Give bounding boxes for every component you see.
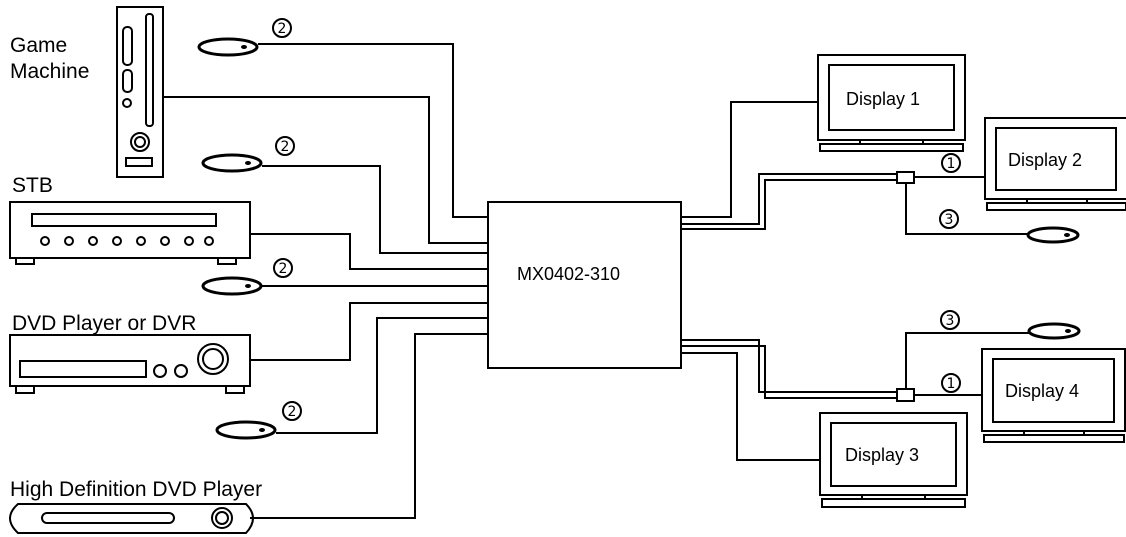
stb-label: STB xyxy=(12,174,53,197)
display-4: Display 4 xyxy=(981,348,1126,443)
switcher-label: MX0402-310 xyxy=(517,264,620,284)
svg-text:2: 2 xyxy=(278,21,287,37)
right-wiring xyxy=(681,101,1032,461)
display-2-label: Display 2 xyxy=(1008,150,1082,170)
marker-two-2: 2 xyxy=(275,136,295,156)
marker-two-1: 2 xyxy=(272,18,292,38)
splitter-top xyxy=(896,171,915,184)
splitter-bottom xyxy=(896,388,915,402)
svg-text:1: 1 xyxy=(947,376,956,392)
remote-control-5 xyxy=(1026,226,1080,244)
display-3: Display 3 xyxy=(819,412,968,508)
svg-text:2: 2 xyxy=(281,139,290,155)
display-4-label: Display 4 xyxy=(1005,381,1079,401)
svg-text:2: 2 xyxy=(279,261,288,277)
remote-control-6 xyxy=(1027,322,1081,340)
marker-three-1: 3 xyxy=(939,209,959,229)
marker-two-4: 2 xyxy=(282,401,302,421)
marker-one-1: 1 xyxy=(941,153,961,173)
game-machine-device xyxy=(116,6,164,178)
game-machine-label-line1: Game xyxy=(10,34,67,57)
game-machine-label-line2: Machine xyxy=(10,60,89,83)
display-1-label: Display 1 xyxy=(846,89,920,109)
svg-text:2: 2 xyxy=(288,404,297,420)
marker-two-3: 2 xyxy=(273,258,293,278)
display-2: Display 2 xyxy=(984,117,1126,211)
svg-text:3: 3 xyxy=(946,313,955,329)
svg-text:3: 3 xyxy=(945,212,954,228)
stb-device xyxy=(9,201,251,265)
remote-control-3 xyxy=(201,276,263,296)
marker-one-2: 1 xyxy=(941,373,961,393)
hd-dvd-player-device xyxy=(9,503,254,534)
dvd-player-device xyxy=(9,334,251,394)
marker-three-2: 3 xyxy=(940,310,960,330)
hd-dvd-player-label: High Definition DVD Player xyxy=(10,478,262,501)
remote-control-2 xyxy=(201,153,263,173)
left-wiring xyxy=(163,43,488,519)
remote-control-1 xyxy=(197,37,259,57)
display-1: Display 1 xyxy=(817,54,966,152)
svg-text:1: 1 xyxy=(947,156,956,172)
display-3-label: Display 3 xyxy=(845,445,919,465)
dvd-player-label: DVD Player or DVR xyxy=(12,312,196,335)
remote-control-4 xyxy=(215,420,277,440)
switcher-box xyxy=(487,201,682,369)
